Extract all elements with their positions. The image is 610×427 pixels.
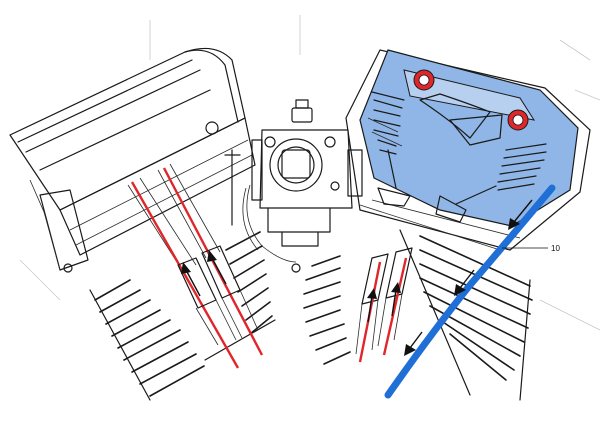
exhaust-valve-assembly [435, 143, 547, 223]
arrow-down-icon [508, 199, 533, 230]
arrow-up-icon [207, 250, 227, 285]
intake-valve-assembly [371, 91, 411, 207]
carburetor [224, 99, 363, 273]
rocker-shaft-ring-left [413, 69, 435, 91]
callout-label: 10 [551, 244, 560, 253]
arrow-up-icon [391, 282, 401, 317]
rear-cylinder-fins [303, 229, 533, 401]
callout-10: 10 [502, 244, 560, 253]
background-ghost-lines [19, 15, 601, 331]
arrow-up-icon [181, 262, 201, 297]
arrow-up-icon [367, 288, 377, 323]
arrow-down-icon [454, 269, 475, 296]
front-pushrod-oil-line-2 [162, 167, 264, 356]
front-cylinder-head [9, 47, 256, 273]
front-pushrods [127, 163, 264, 369]
rear-rocker-box [359, 49, 579, 227]
front-cylinder-fins [89, 231, 276, 401]
rear-pushrod-oil-line-2 [382, 257, 408, 356]
rear-pushrods [355, 247, 413, 363]
rocker-shaft-ring-right [507, 109, 529, 131]
front-pushrod-oil-line-1 [130, 181, 240, 369]
oil-return-line [384, 184, 556, 399]
arrow-down-icon [404, 331, 423, 356]
